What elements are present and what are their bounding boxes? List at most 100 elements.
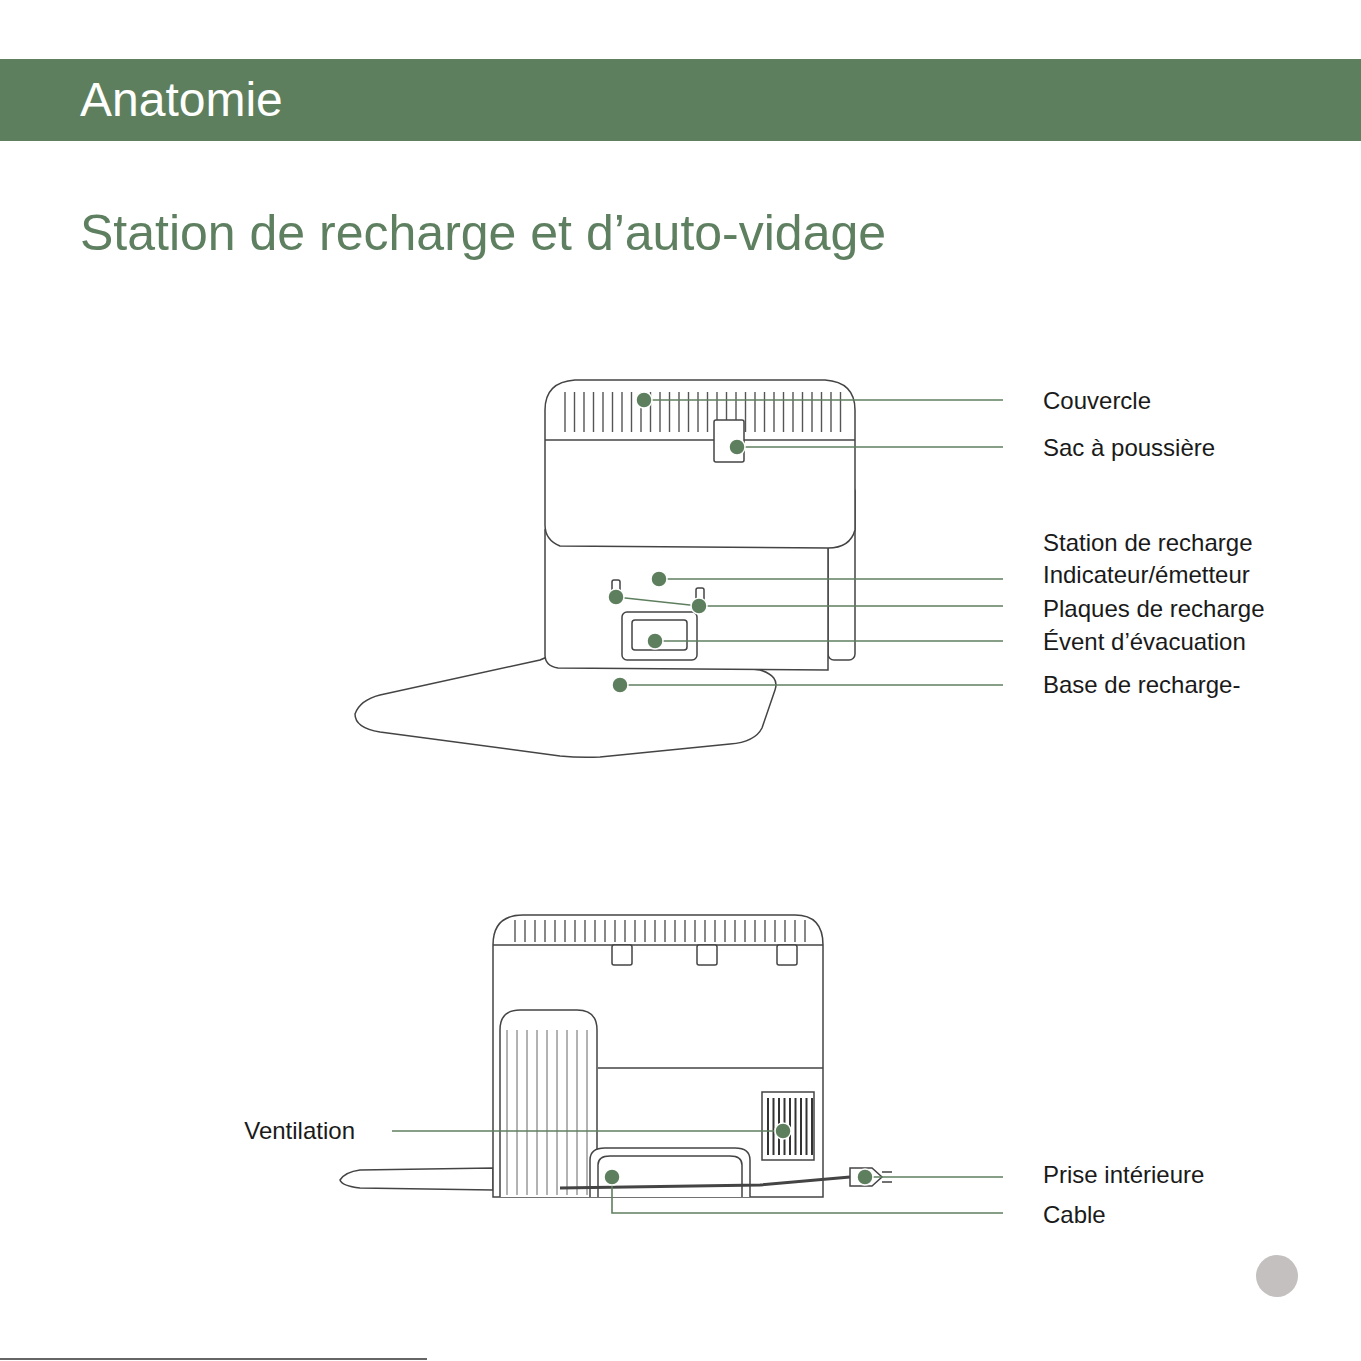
panel-ribs: [557, 1030, 558, 1195]
panel-ribs: [577, 1030, 578, 1195]
exhaust-vent-inner: [632, 620, 687, 650]
lid-fins: [602, 392, 603, 432]
lid-fins: [754, 392, 755, 432]
lid-fins: [840, 392, 841, 432]
lid-fins: [707, 392, 708, 432]
lid-fins: [534, 920, 535, 942]
lid-fins: [744, 920, 745, 942]
callout-dot: [691, 598, 707, 614]
lid-fins: [659, 392, 660, 432]
callout-dot: [608, 589, 624, 605]
header-bar: [0, 59, 1361, 141]
part-label: Couvercle: [1043, 385, 1151, 417]
leader-line: [612, 1177, 1003, 1213]
leader-line: [392, 1130, 783, 1132]
hook: [612, 945, 632, 965]
lid-fins: [688, 392, 689, 432]
lid-fins: [624, 920, 625, 942]
footer-rule: [0, 1358, 427, 1360]
lid-fins: [594, 920, 595, 942]
leader-line: [865, 1176, 1003, 1178]
lid-fins: [583, 392, 584, 432]
callout-dot: [775, 1123, 791, 1139]
lid-fins: [694, 920, 695, 942]
ventilation-grille: [762, 1092, 814, 1160]
lid-fins: [792, 392, 793, 432]
part-label: Sac à poussière: [1043, 432, 1215, 464]
lid-fins: [544, 920, 545, 942]
lid-fins: [714, 920, 715, 942]
lower-body: [545, 530, 828, 670]
cable-recess: [590, 1148, 750, 1197]
side-panel: [500, 1010, 597, 1197]
lid-fins: [669, 392, 670, 432]
lid-fins: [574, 392, 575, 432]
lid-fins: [794, 920, 795, 942]
leader-lines: [392, 400, 1003, 1213]
part-label: Évent d’évacuation: [1043, 626, 1246, 658]
part-label: Base de recharge-: [1043, 669, 1240, 701]
lid-fins: [515, 920, 805, 942]
lid-fins: [684, 920, 685, 942]
leader-line: [620, 684, 1003, 686]
page-title: Anatomie: [80, 72, 283, 128]
leader-line: [616, 597, 1003, 606]
leader-line: [659, 578, 1003, 580]
lid-fins: [821, 392, 822, 432]
panel-ribs: [547, 1030, 548, 1195]
part-label: Prise intérieure: [1043, 1159, 1204, 1191]
lid-fins: [802, 392, 803, 432]
leader-line: [737, 446, 1003, 448]
panel-ribs: [587, 1030, 588, 1195]
back-view: [340, 915, 892, 1197]
leader-line: [644, 399, 1003, 401]
panel-ribs: [567, 1030, 568, 1195]
panel-ribs: [507, 1030, 587, 1195]
page-marker: [1256, 1255, 1298, 1297]
front-view: [355, 380, 855, 757]
lid-fins: [773, 392, 774, 432]
lid-fins: [804, 920, 805, 942]
back-body: [493, 915, 823, 1197]
lid-fins: [830, 392, 831, 432]
ventilation-slots: [806, 1098, 808, 1155]
lid-fins: [631, 392, 632, 432]
callout-dot: [636, 392, 652, 408]
ventilation-slots: [795, 1098, 797, 1155]
lid-fins: [634, 920, 635, 942]
charging-base-edge: [340, 1168, 493, 1190]
lid-fins: [811, 392, 812, 432]
lid-fins: [564, 920, 565, 942]
lid-fins: [621, 392, 622, 432]
part-label: Ventilation: [244, 1115, 355, 1147]
hook: [777, 945, 797, 965]
lid-fins: [774, 920, 775, 942]
panel-ribs: [527, 1030, 528, 1195]
callout-dot: [857, 1169, 873, 1185]
lid-fins: [593, 392, 594, 432]
ventilation-slots: [767, 1098, 769, 1155]
leader-line: [655, 640, 1003, 642]
lid-fins: [704, 920, 705, 942]
lid-fins: [783, 392, 784, 432]
lid-fins: [564, 392, 565, 432]
callout-dot: [612, 677, 628, 693]
panel-ribs: [517, 1030, 518, 1195]
lid-fins: [745, 392, 746, 432]
lid-fins: [524, 920, 525, 942]
section-heading: Station de recharge et d’auto-vidage: [80, 203, 886, 263]
lid-fins: [784, 920, 785, 942]
lid-fins: [724, 920, 725, 942]
callout-dots: [604, 392, 873, 1185]
upper-body: [545, 380, 855, 548]
exhaust-vent: [622, 612, 697, 660]
lid-fins: [754, 920, 755, 942]
lid-fins: [612, 392, 613, 432]
cable-recess-inner: [598, 1156, 742, 1197]
hook: [697, 945, 717, 965]
lid-fins: [734, 920, 735, 942]
panel-ribs: [537, 1030, 538, 1195]
lid-fins: [644, 920, 645, 942]
part-label: Cable: [1043, 1199, 1106, 1231]
callout-dot: [729, 439, 745, 455]
